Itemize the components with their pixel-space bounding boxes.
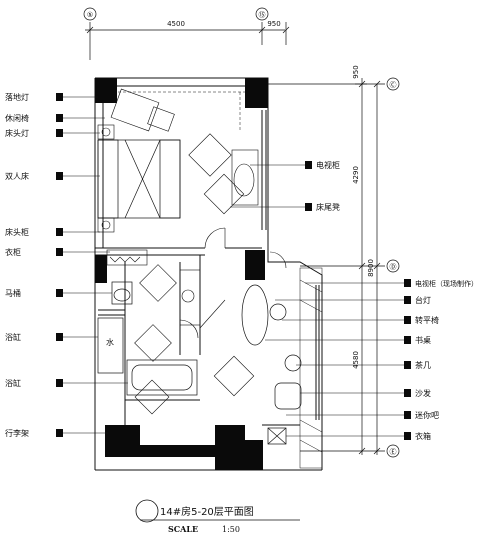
axis-marker-right-top [386, 77, 400, 91]
coffee-table [284, 354, 302, 372]
right-label-7: 茶几 [415, 360, 431, 370]
nightstand-top [97, 124, 115, 140]
axis-marker-top-left [83, 7, 97, 21]
right-label-6: 书桌 [415, 335, 431, 345]
right-callout-markers [305, 161, 411, 440]
lounge-chair [110, 88, 175, 132]
shower [97, 317, 124, 374]
walls [94, 77, 323, 471]
right-label-1: 电视柜 [316, 160, 340, 170]
top-dimension [85, 22, 290, 60]
dim-right-lower: 4580 [352, 351, 360, 369]
axis-mark-top-left: ⑤ [87, 11, 93, 19]
axis-marker-right-bottom [386, 444, 400, 458]
right-label-2: 床尾凳 [316, 202, 340, 212]
axis-mark-right-mid: Ⓓ [390, 263, 397, 271]
left-label-7: 马桶 [5, 288, 21, 298]
right-label-8: 沙发 [415, 388, 431, 398]
hatched-wall [299, 267, 323, 469]
right-label-4: 台灯 [415, 295, 431, 305]
axis-marker-top-right [255, 7, 269, 21]
left-label-9: 浴缸 [5, 378, 21, 388]
left-label-10: 行李架 [5, 428, 29, 438]
left-label-3: 床头灯 [5, 128, 29, 138]
axis-marker-right-mid [386, 259, 400, 273]
scale-value: 1:50 [222, 525, 240, 534]
dim-right-upper: 4290 [352, 166, 360, 184]
columns [95, 78, 268, 470]
left-label-1: 落地灯 [5, 92, 29, 102]
tv-cabinet-upper [231, 149, 259, 206]
dim-right-small: 950 [352, 65, 360, 78]
axis-mark-top-right: ⑮ [259, 11, 266, 19]
left-callout-markers [56, 93, 63, 437]
left-label-8: 浴缸 [5, 332, 21, 342]
right-label-10: 衣箱 [415, 431, 431, 441]
right-callouts [230, 164, 408, 437]
axis-mark-right-top: Ⓒ [390, 81, 397, 89]
left-label-2: 休闲椅 [5, 113, 29, 123]
armchair [134, 264, 255, 415]
basin [179, 269, 201, 326]
right-label-9: 迷你吧 [415, 410, 439, 420]
drawing-title: 14#房5-20层平面图 [160, 505, 254, 518]
dim-top-main: 4500 [167, 20, 185, 28]
sofa [274, 382, 302, 410]
left-callouts [60, 96, 128, 434]
nightstand-bottom [97, 217, 115, 233]
scale-label: SCALE [168, 524, 198, 534]
bed-bench [188, 133, 245, 215]
right-label-5: 转平椅 [415, 315, 439, 325]
dim-right-total: 8900 [367, 259, 375, 277]
left-label-6: 衣柜 [5, 247, 21, 257]
toilet [111, 281, 133, 305]
axis-mark-right-bottom: Ⓔ [390, 448, 397, 456]
right-label-3: 电视柜（现场制作） [415, 279, 478, 288]
left-label-4: 双人床 [5, 171, 29, 181]
shower-mark: 水 [106, 337, 114, 347]
dashed-lines [118, 91, 245, 130]
minibar [267, 427, 287, 445]
left-label-5: 床头柜 [5, 227, 29, 237]
double-bed [97, 139, 181, 219]
dim-top-side: 950 [267, 20, 280, 28]
wardrobe [106, 249, 148, 266]
desk [241, 284, 287, 346]
doors [179, 227, 287, 339]
title-block [135, 499, 300, 523]
